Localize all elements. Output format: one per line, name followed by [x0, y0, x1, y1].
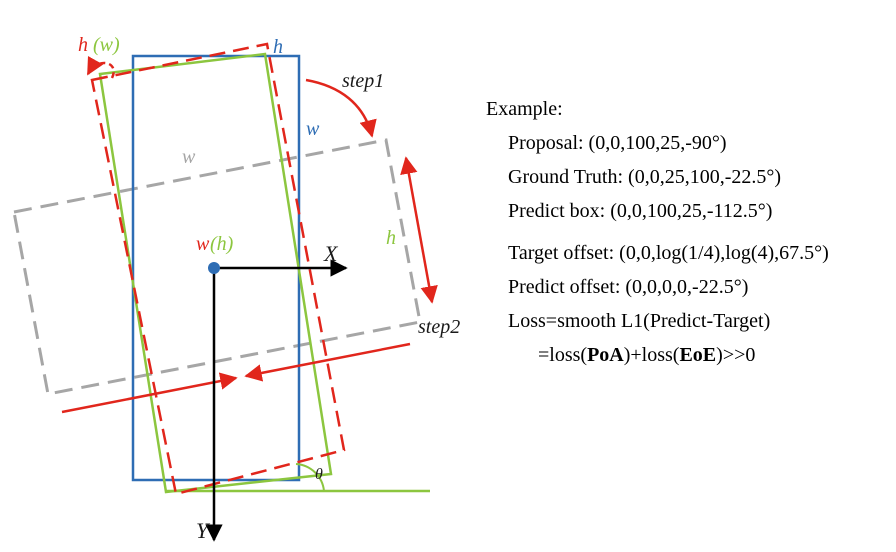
red-dashed-predict-box [90, 42, 346, 496]
label-w-green-paren: (w) [93, 34, 120, 56]
predict-box-line: Predict box: (0,0,100,25,-112.5°) [508, 200, 773, 222]
label-theta: θ [315, 466, 323, 483]
label-h-red: h [78, 34, 88, 56]
red-arrow-right [244, 342, 411, 382]
red-dashed-curve-arrow [86, 55, 115, 79]
loss-line: Loss=smooth L1(Predict-Target) [508, 310, 771, 332]
label-center-h: (h) [210, 233, 234, 255]
center-point [208, 262, 220, 274]
theta-arc [295, 463, 325, 492]
loss-expansion-line: =loss(PoA)+loss(EoE)>>0 [486, 338, 886, 372]
ground-truth-line: Ground Truth: (0,0,25,100,-22.5°) [508, 166, 782, 188]
label-step1: step1 [342, 70, 385, 92]
label-h-blue: h [273, 36, 283, 58]
target-offset-line: Target offset: (0,0,log(1/4),log(4),67.5… [508, 242, 829, 264]
loss2-prefix: =loss( [538, 344, 588, 366]
loss2-poa: PoA [587, 344, 624, 366]
green-ground-truth-box [98, 52, 333, 494]
label-center-w: w [196, 233, 210, 255]
label-axis-y: Y [196, 518, 209, 543]
loss2-suffix: )>>0 [716, 344, 756, 366]
label-step2: step2 [418, 316, 461, 338]
loss2-eoe: EoE [679, 344, 717, 366]
label-w-blue: w [306, 118, 320, 140]
label-w-gray: w [182, 146, 196, 168]
example-heading: Example: [486, 98, 563, 120]
predict-offset-line: Predict offset: (0,0,0,0,-22.5°) [508, 276, 749, 298]
label-axis-x: X [324, 241, 338, 266]
loss2-mid: )+loss( [623, 344, 680, 366]
example-block: Example: Proposal: (0,0,100,25,-90°) Gro… [486, 92, 886, 372]
label-h-green: h [386, 227, 396, 249]
step2-double-arrow [400, 156, 438, 304]
proposal-line: Proposal: (0,0,100,25,-90°) [508, 132, 727, 154]
red-arrow-left [61, 372, 238, 414]
gray-dashed-box [12, 138, 422, 396]
step1-arrow [305, 78, 377, 138]
